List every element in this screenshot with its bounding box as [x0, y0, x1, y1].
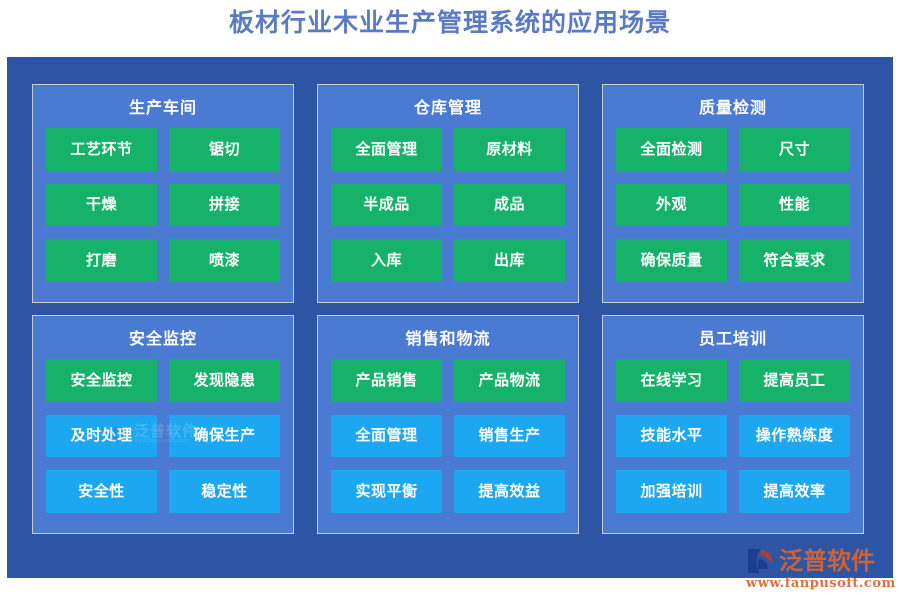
- card-5: 销售和物流产品销售产品物流全面管理销售生产实现平衡提高效益: [317, 315, 579, 534]
- brand-logo-row: 泛普软件: [746, 546, 886, 576]
- brand-name: 泛普软件: [779, 547, 875, 575]
- tag-item[interactable]: 提高效率: [739, 470, 850, 513]
- tag-item[interactable]: 发现隐患: [169, 359, 280, 402]
- tag-item[interactable]: 稳定性: [169, 470, 280, 513]
- tag-item[interactable]: 锯切: [169, 128, 280, 171]
- tag-item[interactable]: 符合要求: [739, 239, 850, 282]
- card-title: 销售和物流: [405, 329, 491, 348]
- card-title: 安全监控: [128, 329, 197, 348]
- tag-item[interactable]: 销售生产: [454, 414, 565, 458]
- tag-item[interactable]: 成品: [454, 183, 565, 227]
- tag-item[interactable]: 安全监控: [46, 359, 157, 402]
- tag-item[interactable]: 提高员工: [739, 359, 850, 402]
- tag-item[interactable]: 提高效益: [454, 470, 565, 513]
- brand-url: www.fanpusoft.com: [746, 576, 896, 591]
- card-2: 仓库管理全面管理原材料半成品成品入库出库: [317, 84, 579, 303]
- tag-item[interactable]: 尺寸: [739, 128, 850, 171]
- tag-item[interactable]: 出库: [454, 239, 565, 282]
- tag-item[interactable]: 拼接: [169, 183, 280, 227]
- tag-grid: 产品销售产品物流全面管理销售生产实现平衡提高效益: [331, 355, 565, 521]
- card-6: 员工培训在线学习提高员工技能水平操作熟练度加强培训提高效率: [602, 315, 864, 534]
- cards-board: 生产车间工艺环节锯切干燥拼接打磨喷漆仓库管理全面管理原材料半成品成品入库出库质量…: [7, 57, 893, 578]
- card-title: 仓库管理: [413, 98, 482, 117]
- page-title: 板材行业木业生产管理系统的应用场景: [228, 8, 671, 37]
- tag-item[interactable]: 工艺环节: [46, 128, 157, 171]
- tag-item[interactable]: 实现平衡: [331, 470, 442, 513]
- tag-item[interactable]: 打磨: [46, 239, 157, 282]
- brand-logo: 泛普软件 www.fanpusoft.com: [746, 546, 896, 594]
- tag-item[interactable]: 操作熟练度: [739, 414, 850, 458]
- fanpu-logo-icon: [746, 547, 776, 575]
- card-1: 生产车间工艺环节锯切干燥拼接打磨喷漆: [32, 84, 294, 303]
- tag-grid: 全面检测尺寸外观性能确保质量符合要求: [616, 124, 850, 290]
- card-3: 质量检测全面检测尺寸外观性能确保质量符合要求: [602, 84, 864, 303]
- tag-grid: 工艺环节锯切干燥拼接打磨喷漆: [46, 124, 280, 290]
- tag-item[interactable]: 产品销售: [331, 359, 442, 402]
- card-title: 质量检测: [698, 98, 767, 117]
- tag-item[interactable]: 外观: [616, 183, 727, 227]
- tag-item[interactable]: 技能水平: [616, 414, 727, 458]
- tag-item[interactable]: 性能: [739, 183, 850, 227]
- tag-item[interactable]: 加强培训: [616, 470, 727, 513]
- card-title: 员工培训: [698, 329, 767, 348]
- tag-item[interactable]: 在线学习: [616, 359, 727, 402]
- tag-item[interactable]: 半成品: [331, 183, 442, 227]
- tag-item[interactable]: 全面管理: [331, 414, 442, 458]
- tag-item[interactable]: 确保质量: [616, 239, 727, 282]
- tag-item[interactable]: 干燥: [46, 183, 157, 227]
- tag-grid: 在线学习提高员工技能水平操作熟练度加强培训提高效率: [616, 355, 850, 521]
- tag-item[interactable]: 入库: [331, 239, 442, 282]
- tag-item[interactable]: 全面检测: [616, 128, 727, 171]
- tag-grid: 安全监控发现隐患及时处理确保生产安全性稳定性: [46, 355, 280, 521]
- tag-item[interactable]: 原材料: [454, 128, 565, 171]
- tag-item[interactable]: 产品物流: [454, 359, 565, 402]
- tag-grid: 全面管理原材料半成品成品入库出库: [331, 124, 565, 290]
- tag-item[interactable]: 安全性: [46, 470, 157, 513]
- tag-item[interactable]: 及时处理: [46, 414, 157, 458]
- tag-item[interactable]: 喷漆: [169, 239, 280, 282]
- tag-item[interactable]: 全面管理: [331, 128, 442, 171]
- card-4: 安全监控安全监控发现隐患及时处理确保生产安全性稳定性: [32, 315, 294, 534]
- card-title: 生产车间: [128, 98, 197, 117]
- tag-item[interactable]: 确保生产: [169, 414, 280, 458]
